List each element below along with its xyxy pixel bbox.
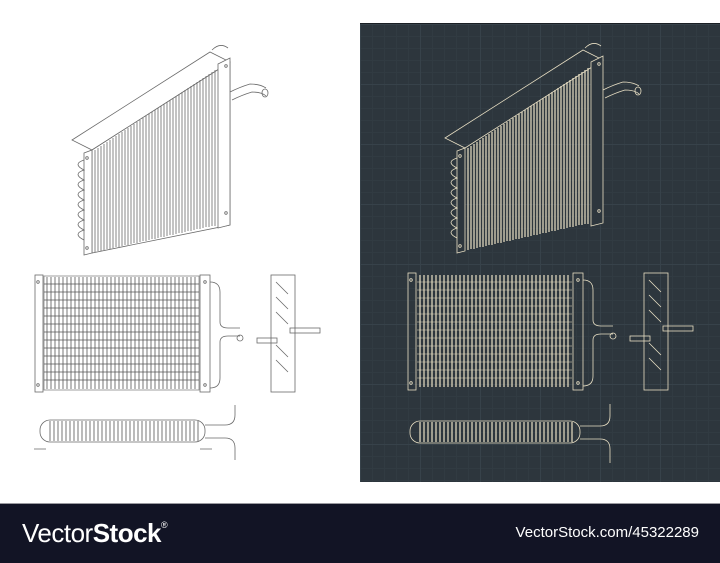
image-url: VectorStock.com/45322289 (515, 524, 699, 541)
front-view (34, 274, 244, 393)
light-radiator-drawings (34, 45, 321, 460)
isometric-view (444, 43, 642, 254)
front-view (407, 272, 617, 391)
dark-blueprint-panel (360, 23, 720, 482)
vectorstock-logo: VectorStock® (22, 518, 168, 548)
isometric-view (71, 45, 269, 256)
footer-bar: VectorStock® VectorStock.com/45322289 (0, 503, 720, 563)
top-view (34, 405, 236, 460)
top-view (409, 404, 611, 463)
dark-radiator-drawings (407, 43, 694, 463)
light-blueprint-panel (0, 23, 360, 481)
side-view (629, 272, 694, 391)
side-view (256, 274, 321, 393)
